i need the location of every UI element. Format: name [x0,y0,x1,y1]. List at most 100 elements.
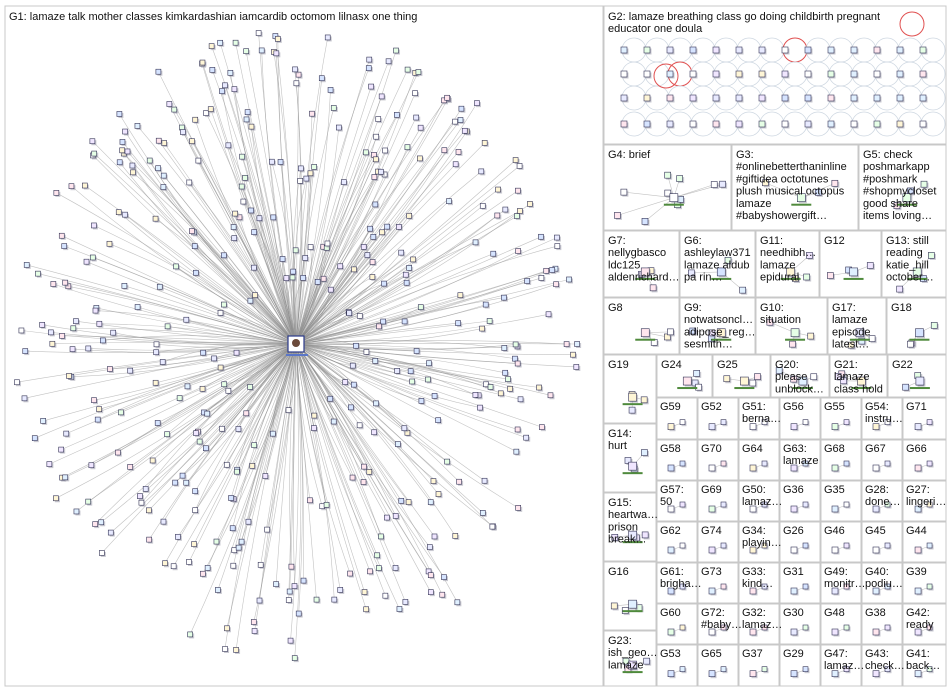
node-g1 [290,268,296,275]
node-g1 [153,349,159,356]
node-g18 [930,322,938,329]
node-g2 [804,120,812,128]
node-g56 [802,419,809,426]
edge-g1 [295,343,406,603]
node-g30 [790,628,798,636]
edge-g1 [187,343,297,387]
node-g1 [235,426,242,432]
node-g43 [872,670,880,678]
edge-g1 [295,343,506,374]
node-g24-center [682,376,692,386]
edge-g1 [295,246,364,345]
node-g58 [679,460,686,467]
node-g1 [100,337,106,344]
edge-g1 [295,107,334,345]
node-g1 [138,499,145,506]
node-g1 [191,541,197,547]
group-label-g21-1: lamaze [834,371,869,383]
edge-g1 [197,343,297,432]
group-label-g49-1: monitr… [824,578,866,590]
group-label-g21-2: class hold [834,383,883,395]
edge-g1 [295,100,445,345]
node-g6-center [716,267,726,277]
group-box-g54 [861,397,903,440]
node-g1 [539,424,545,430]
group-box-g58 [656,439,698,481]
node-g2 [712,94,720,102]
edge-g1 [101,343,297,554]
node-g1 [413,348,420,354]
node-g44 [914,546,922,554]
node-g1 [192,488,198,494]
edge-g1 [295,343,542,428]
node-g1 [375,116,382,122]
node-g5 [893,202,901,210]
node-g72 [708,628,716,636]
node-caption-g22 [909,387,930,390]
group-label-g15-2: prison [608,521,638,533]
group-label-g69-0: G69 [701,484,722,496]
node-g1 [189,138,195,145]
node-g1 [91,397,97,403]
node-g2 [666,94,674,102]
edge-g1 [118,211,297,345]
node-g1 [269,158,275,165]
edge-g1 [295,343,484,514]
edge-g1 [295,343,431,548]
group-label-g54-1: instru… [865,413,903,425]
node-g2 [873,46,881,54]
node-g2 [735,120,743,128]
node-g1 [384,514,390,521]
group-label-g3-5: #babyshowergift… [736,210,827,222]
edge-g1 [55,343,297,499]
node-g1 [369,259,376,265]
node-g1 [91,222,97,229]
node-g1 [66,373,72,379]
node-g1 [270,430,276,437]
node-g20 [810,373,818,381]
node-g1 [487,384,494,390]
group-label-g27-1: lingeri… [906,496,946,508]
edge-g1 [95,310,297,345]
edge-g1 [295,117,417,345]
edge-g1 [188,343,297,563]
node-g35 [843,501,850,508]
edge-g1 [295,226,388,345]
group-box-g26 [779,521,821,563]
node-g1 [192,116,199,123]
node-g3 [762,179,769,187]
node-caption-g3 [791,203,812,206]
node-g54 [884,419,891,426]
node-g1 [130,169,136,176]
node-g1 [58,232,65,239]
node-g4 [719,180,726,188]
node-g1 [258,47,265,54]
node-g1 [62,279,68,286]
edge-g1 [221,91,297,345]
node-g29 [802,666,809,673]
node-g2 [666,120,674,128]
edge-g1 [295,343,521,400]
group-label-g21-0: G21: [834,359,858,371]
node-g1 [349,474,356,481]
group-box-g28 [861,480,903,522]
node-g1 [378,168,384,175]
edge-g1 [295,69,408,345]
edge-g1 [49,343,297,465]
node-g1 [196,438,203,445]
edge-g1 [295,215,410,345]
node-g1 [441,147,448,154]
node-g1 [452,161,459,168]
node-g1 [127,464,133,470]
group-label-g1: G1: lamaze talk mother classes kimkardas… [9,11,417,23]
edge-g1 [295,210,521,345]
node-caption-g24 [677,387,698,390]
group-box-g6 [679,230,756,298]
group-label-g26-0: G26 [783,525,804,537]
node-g1 [346,310,353,316]
node-g1 [486,318,493,324]
node-g14 [624,457,632,464]
node-g1 [61,243,68,249]
node-g1 [406,265,412,271]
node-g27 [926,501,933,508]
